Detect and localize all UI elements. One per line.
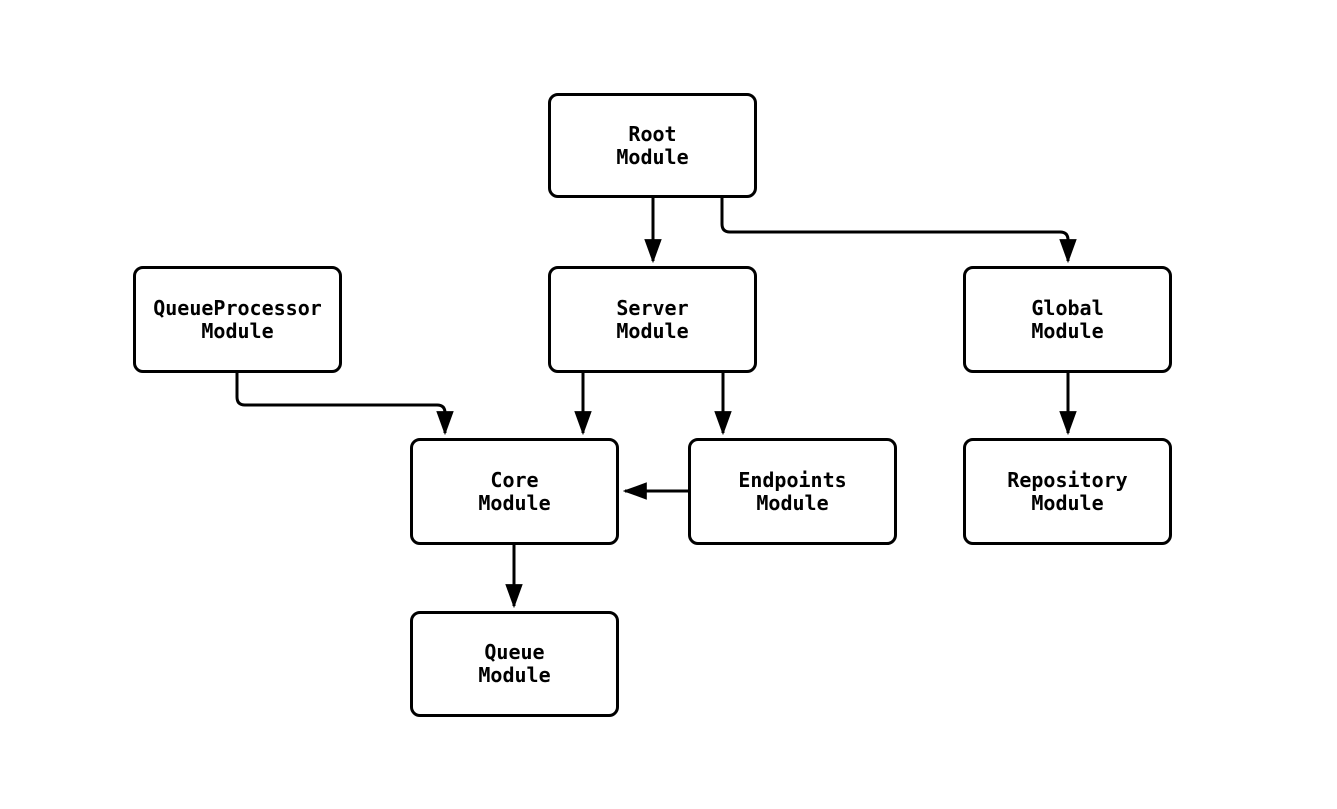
node-server-module-label: Server Module — [616, 295, 689, 343]
node-queueprocessor-module-label: QueueProcessor Module — [153, 295, 322, 343]
node-core-module: Core Module — [410, 438, 619, 545]
node-core-module-label: Core Module — [478, 467, 551, 515]
node-endpoints-module: Endpoints Module — [688, 438, 897, 545]
edge-queueprocessor-to-core — [235, 373, 454, 436]
node-server-module: Server Module — [548, 266, 757, 373]
node-global-module-label: Global Module — [1031, 295, 1104, 343]
node-queueprocessor-module: QueueProcessor Module — [133, 266, 342, 373]
node-repository-module-label: Repository Module — [1007, 467, 1128, 515]
node-endpoints-module-label: Endpoints Module — [738, 467, 847, 515]
node-repository-module: Repository Module — [963, 438, 1172, 545]
edge-root-to-global — [720, 198, 1077, 264]
node-global-module: Global Module — [963, 266, 1172, 373]
node-queue-module-label: Queue Module — [478, 640, 551, 687]
node-queue-module: Queue Module — [410, 611, 619, 717]
node-root-module: Root Module — [548, 93, 757, 198]
node-root-module-label: Root Module — [616, 121, 689, 169]
